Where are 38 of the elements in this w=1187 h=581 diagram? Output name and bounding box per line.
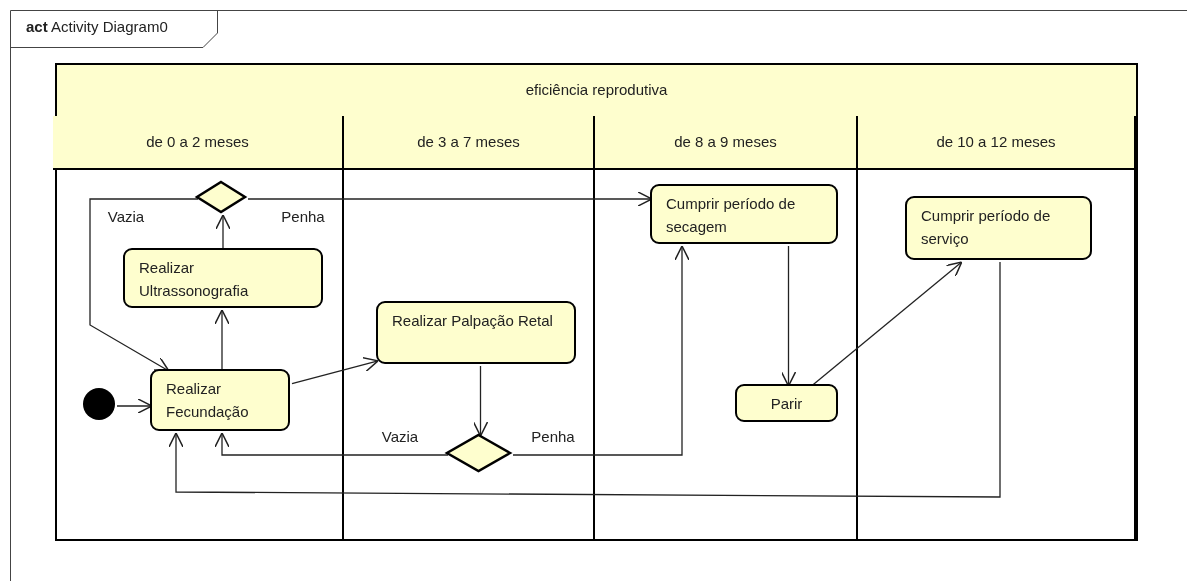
control-flow-arrow — [215, 214, 231, 251]
decision-diamond — [446, 434, 511, 472]
initial-node — [83, 388, 115, 420]
control-flow-arrow — [214, 309, 230, 372]
lane-header: de 3 a 7 meses — [344, 116, 593, 170]
frame-title: act Activity Diagram0 — [26, 17, 168, 37]
action-box — [650, 184, 838, 244]
action-box — [150, 369, 290, 431]
partition-header: eficiência reprodutiva — [57, 65, 1136, 118]
action-label: Realizar Palpação Retal — [392, 311, 554, 331]
lane-header: de 10 a 12 meses — [858, 116, 1134, 170]
swimlane-partition — [55, 63, 1138, 541]
action-label: Realizar Fecundação — [166, 379, 250, 422]
action-box — [735, 384, 838, 422]
action-box — [376, 301, 576, 364]
action-label: Realizar Ultrassonografia — [139, 258, 250, 301]
action-label: Cumprir período de serviço — [921, 206, 1052, 249]
swimlane — [344, 116, 595, 539]
lane-header: de 0 a 2 meses — [53, 116, 342, 170]
control-flow-arrow — [89, 198, 199, 372]
swimlane — [53, 116, 344, 539]
control-flow-arrow — [116, 398, 153, 414]
decision-diamond — [196, 181, 246, 213]
control-flow-arrow — [780, 245, 797, 387]
control-flow-arrow — [810, 261, 963, 387]
control-flow-arrow — [512, 245, 690, 456]
swimlane — [858, 116, 1136, 539]
action-box — [905, 196, 1092, 260]
control-flow-arrow — [247, 191, 653, 207]
action-label: Parir — [770, 393, 803, 414]
control-flow-arrow — [214, 432, 449, 456]
control-flow-arrow — [472, 365, 489, 437]
control-flow-arrow — [168, 261, 1001, 498]
action-label: Cumprir período de secagem — [666, 194, 797, 237]
lane-header: de 8 a 9 meses — [595, 116, 856, 170]
control-flow-arrow — [291, 356, 379, 385]
swimlane — [595, 116, 858, 539]
action-box — [123, 248, 323, 308]
